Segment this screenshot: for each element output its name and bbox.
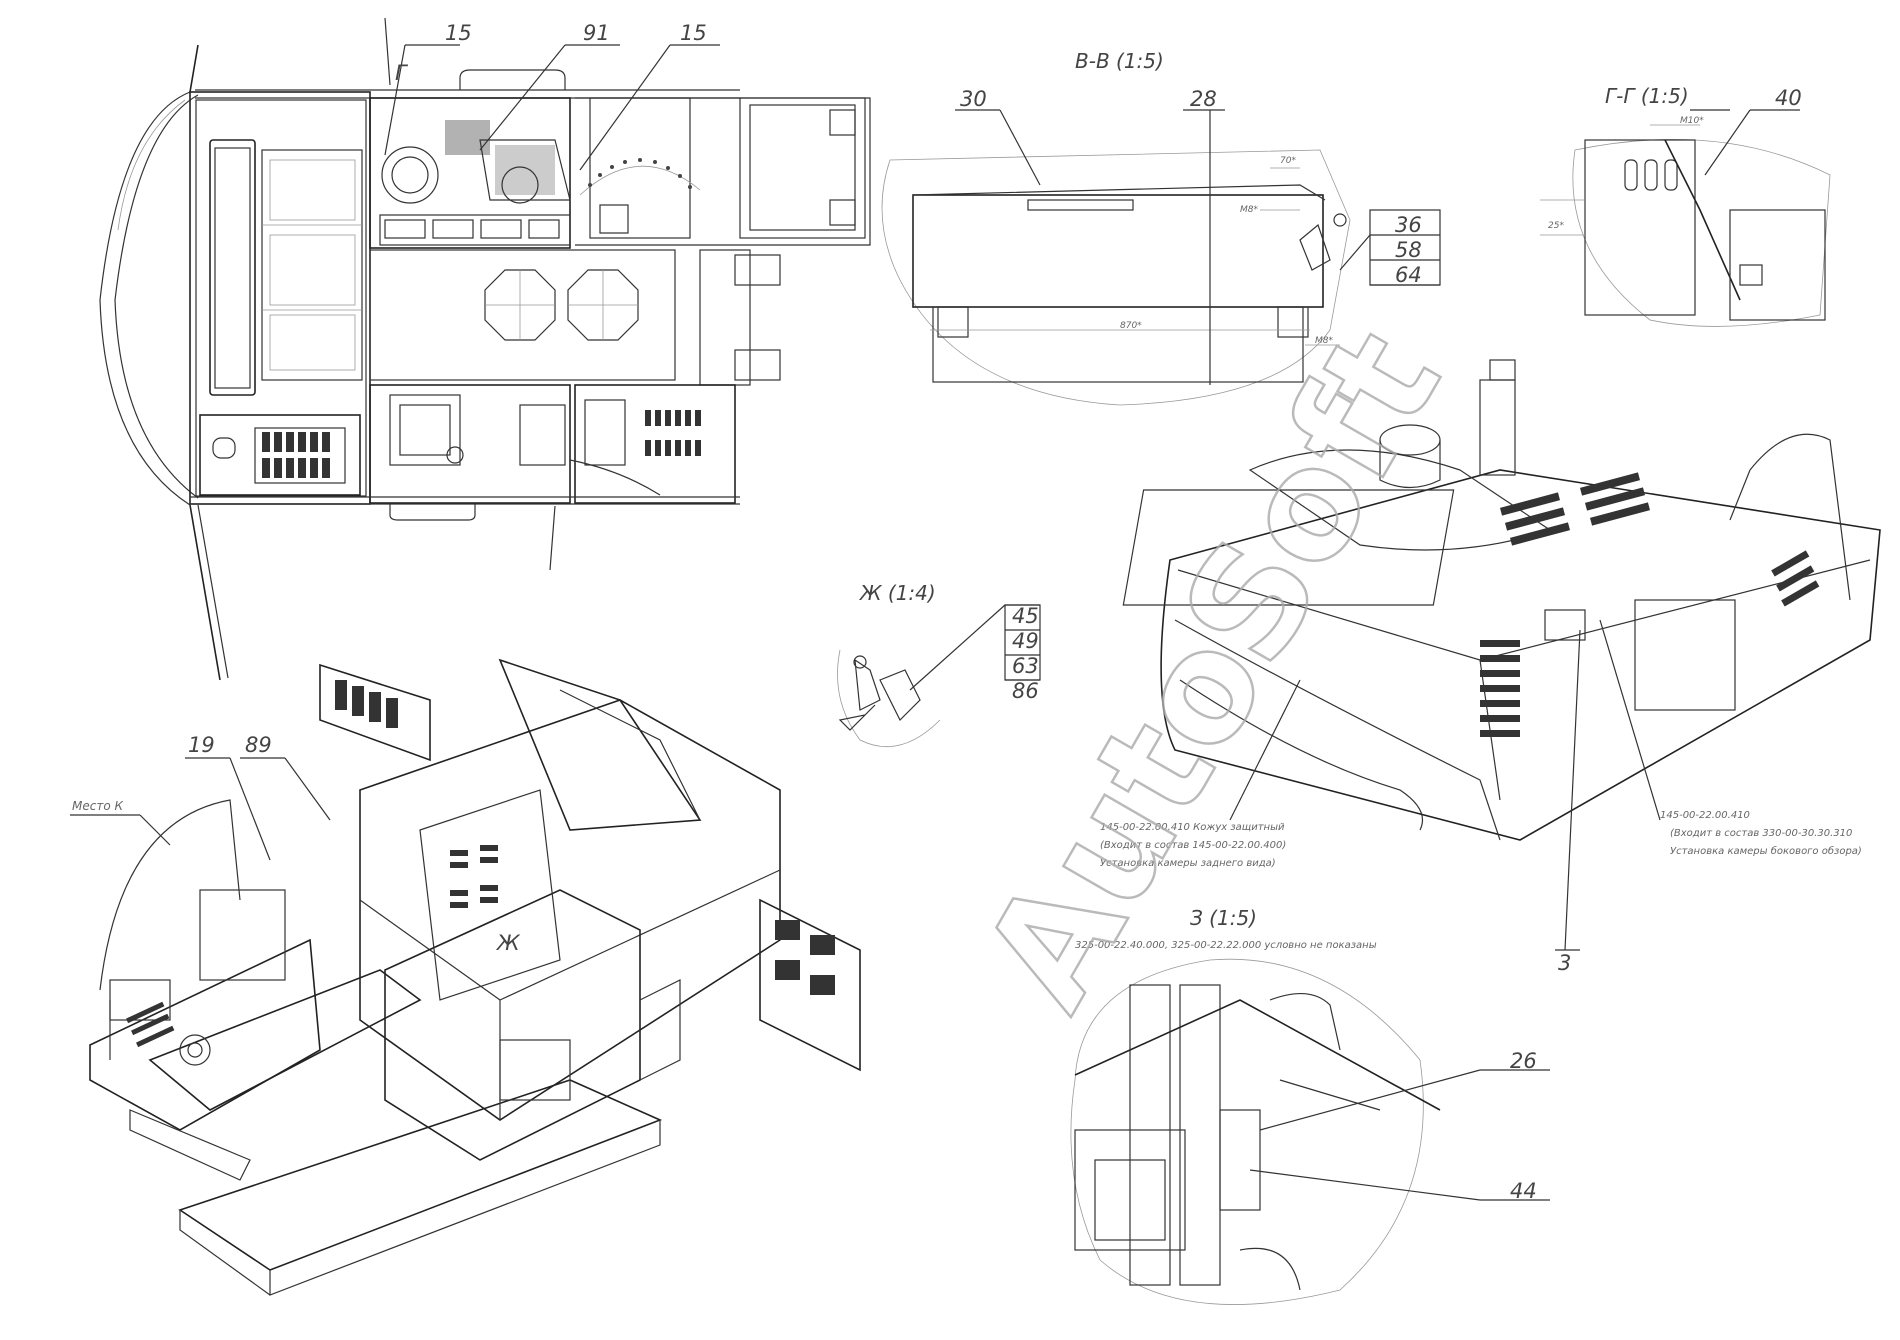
callout-26: 26: [1510, 1049, 1537, 1073]
callout-19: 19: [188, 733, 215, 757]
callout-40: 40: [1775, 86, 1802, 110]
view-zh-detail: [837, 604, 1041, 747]
callout-44: 44: [1510, 1179, 1537, 1203]
callout-15-a: 15: [445, 21, 472, 45]
callout-89: 89: [245, 733, 272, 757]
callout-58: 58: [1395, 238, 1422, 262]
note-rear-camera-3: Установка камеры заднего вида): [1100, 858, 1276, 869]
dim-m8-top: M8*: [1240, 205, 1258, 215]
section-title-z: З (1:5): [1190, 906, 1257, 930]
note-side-camera-3: Установка камеры бокового обзора): [1670, 845, 1862, 857]
dim-70: 70*: [1280, 156, 1296, 166]
dim-870: 870*: [1120, 321, 1142, 331]
note-side-camera-1: 145-00-22.00.410: [1660, 810, 1750, 821]
section-z-view: [1070, 958, 1550, 1305]
rear-isometric-view: [1122, 359, 1881, 951]
callout-45: 45: [1012, 604, 1039, 628]
callout-28: 28: [1190, 87, 1217, 111]
view-mark-zh: Ж: [495, 931, 521, 955]
dim-m10: M10*: [1680, 116, 1704, 126]
callout-30: 30: [960, 87, 987, 111]
note-side-camera-2: (Входит в состав 330-00-30.30.310: [1670, 828, 1852, 839]
callout-49: 49: [1012, 629, 1039, 653]
section-gg-view: [1540, 109, 1831, 327]
view-title-zh: Ж (1:4): [858, 581, 936, 605]
callout-64: 64: [1395, 263, 1422, 287]
callout-15-b: 15: [680, 21, 707, 45]
callout-86: 86: [1012, 679, 1039, 703]
note-rear-camera-1: 145-00-22.00.410 Кожух защитный: [1100, 822, 1285, 833]
note-rear-camera-2: (Входит в состав 145-00-22.00.400): [1100, 840, 1286, 851]
dim-25: 25*: [1548, 221, 1564, 231]
section-title-gg: Г-Г (1:5): [1605, 84, 1689, 108]
callout-36: 36: [1395, 213, 1422, 237]
callout-63: 63: [1012, 654, 1039, 678]
cut-mark-g: Г: [395, 61, 409, 85]
place-k-label: Место К: [72, 799, 123, 813]
lower-isometric-view: [70, 658, 861, 1296]
callout-91: 91: [583, 21, 610, 45]
section-title-bb: В-В (1:5): [1075, 49, 1164, 73]
plan-view: [99, 17, 871, 681]
dim-m8-bottom: M8*: [1315, 336, 1333, 346]
callout-3: 3: [1558, 951, 1571, 975]
note-z-section: 325-00-22.40.000, 325-00-22.22.000 услов…: [1075, 940, 1377, 951]
section-bb-view: [881, 109, 1441, 406]
